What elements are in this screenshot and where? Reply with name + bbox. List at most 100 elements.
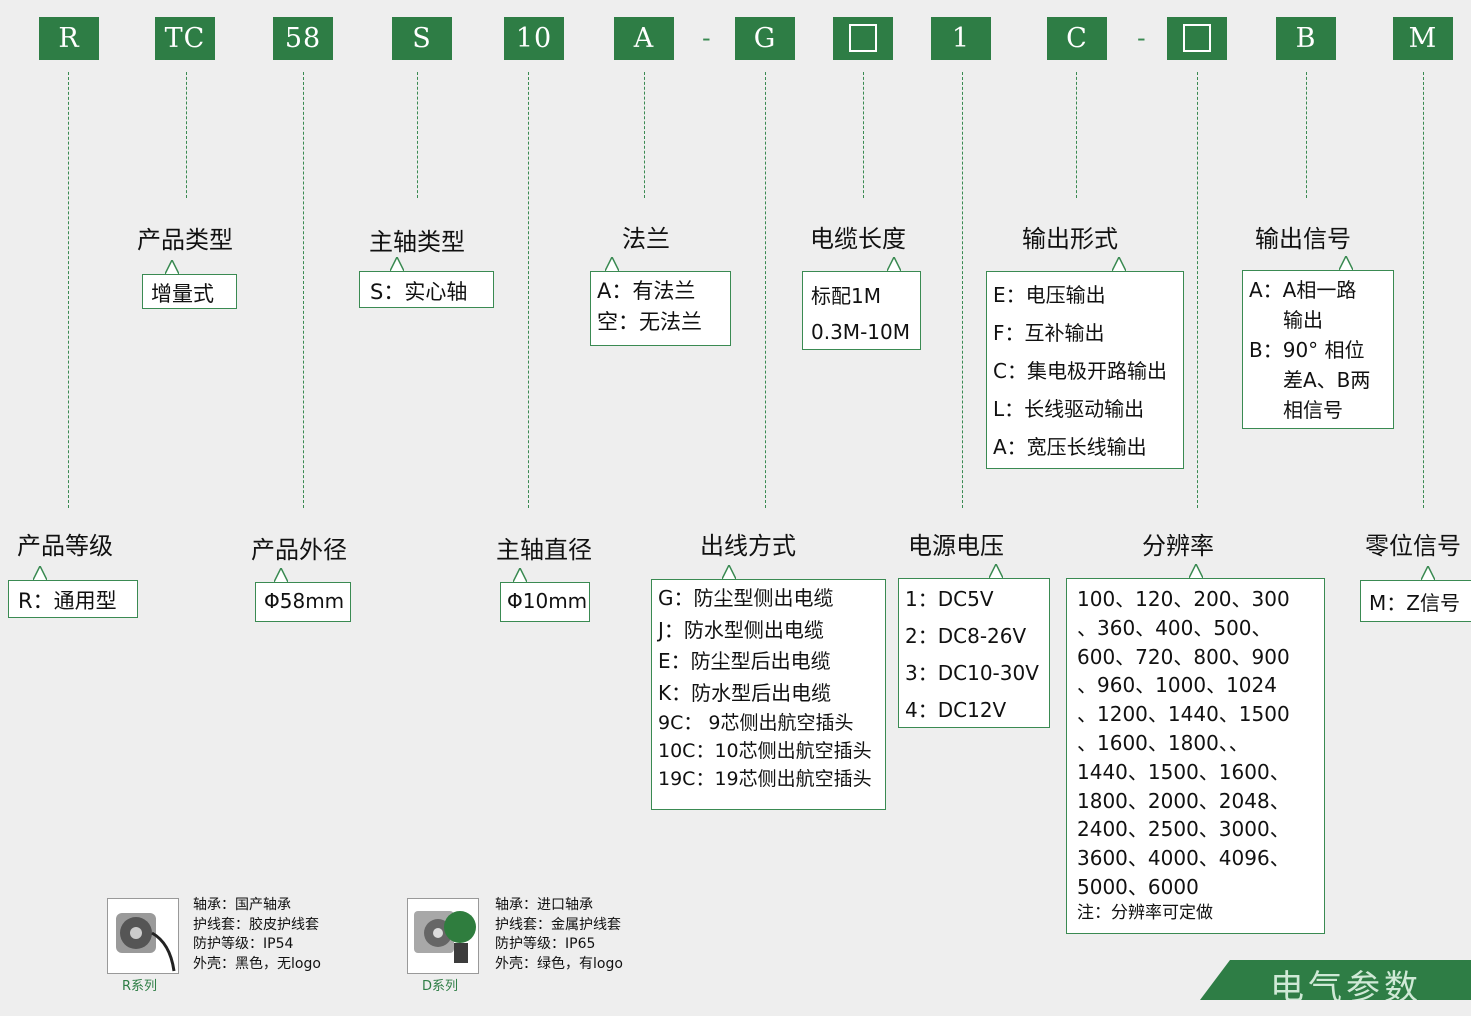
resolution-item: 600、720、800、900 bbox=[1077, 644, 1290, 669]
connector-line bbox=[303, 72, 304, 508]
cable-exit-title: 出线方式 bbox=[700, 532, 796, 560]
d-series-product-image bbox=[407, 898, 479, 974]
connector-line bbox=[644, 72, 645, 198]
encoder-green-icon bbox=[414, 911, 476, 963]
code-box-a: A bbox=[614, 17, 674, 60]
encoder-black-icon bbox=[116, 913, 176, 972]
spec-line: 外壳：黑色，无logo bbox=[193, 955, 321, 972]
callout-pointer-icon bbox=[1112, 257, 1126, 271]
output-signal-item: A：A相一路 bbox=[1249, 278, 1357, 302]
shaft-type-item: S：实心轴 bbox=[370, 280, 468, 304]
cable-exit-item: K：防水型后出电缆 bbox=[658, 680, 832, 705]
connector-line bbox=[417, 72, 418, 198]
cable-length-item: 标配1M bbox=[811, 284, 881, 308]
cable-exit-item: 10C：10芯侧出航空插头 bbox=[658, 740, 872, 762]
flange-item: A：有法兰 bbox=[597, 279, 696, 303]
code-box-m: M bbox=[1393, 17, 1453, 60]
callout-pointer-icon bbox=[605, 257, 619, 271]
spec-line: 护线套：胶皮护线套 bbox=[193, 916, 319, 933]
callout-pointer-icon bbox=[1339, 256, 1353, 270]
product-grade-box: R：通用型 bbox=[8, 566, 138, 618]
cable-exit-item: 9C： 9芯侧出航空插头 bbox=[658, 712, 854, 734]
resolution-item: 1800、2000、2048、 bbox=[1077, 788, 1290, 813]
shaft-diameter-title: 主轴直径 bbox=[496, 536, 592, 564]
shaft-diameter-box: Φ10mm bbox=[500, 568, 590, 622]
code-box-blank-cable bbox=[833, 17, 893, 60]
output-signal-item: 差A、B两 bbox=[1283, 368, 1371, 392]
spec-line: 轴承：国产轴承 bbox=[193, 897, 291, 913]
blank-square-icon bbox=[1183, 23, 1211, 52]
shaft-diameter-item: Φ10mm bbox=[507, 589, 588, 613]
supply-voltage-item: 1：DC5V bbox=[905, 587, 994, 611]
callout-pointer-icon bbox=[1189, 564, 1203, 578]
r-series-caption: R系列 bbox=[122, 979, 158, 994]
cable-exit-item: G：防尘型侧出电缆 bbox=[658, 586, 834, 610]
resolution-item: 2400、2500、3000、 bbox=[1077, 817, 1290, 842]
code-box-c: C bbox=[1047, 17, 1107, 60]
cable-exit-item: J：防水型侧出电缆 bbox=[658, 617, 824, 642]
output-form-item: L：长线驱动输出 bbox=[993, 397, 1145, 421]
code-box-s: S bbox=[392, 17, 452, 60]
output-form-title: 输出形式 bbox=[1022, 225, 1118, 253]
supply-voltage-item: 2：DC8-26V bbox=[905, 624, 1027, 648]
resolution-item: 5000、6000 bbox=[1077, 874, 1199, 899]
zero-signal-box: M：Z信号 bbox=[1360, 566, 1471, 622]
callout-pointer-icon bbox=[513, 568, 527, 582]
separator-dash: - bbox=[702, 24, 711, 52]
cable-length-title: 电缆长度 bbox=[810, 225, 906, 253]
cable-length-item: 0.3M-10M bbox=[811, 320, 910, 344]
flange-item: 空：无法兰 bbox=[597, 310, 702, 334]
connector-line bbox=[1306, 72, 1307, 198]
callout-pointer-icon bbox=[1421, 566, 1435, 580]
code-box-58: 58 bbox=[273, 17, 333, 60]
cable-exit-item: E：防尘型后出电缆 bbox=[658, 649, 831, 673]
code-box-blank-resolution bbox=[1167, 17, 1227, 60]
connector-line bbox=[186, 72, 187, 198]
callout-pointer-icon bbox=[390, 257, 404, 271]
spec-line: 防护等级：IP54 bbox=[193, 936, 294, 952]
product-type-box: 增量式 bbox=[142, 260, 237, 309]
resolution-item: 100、120、200、300 bbox=[1077, 587, 1290, 611]
output-form-item: C：集电极开路输出 bbox=[993, 359, 1167, 383]
resolution-item: 1440、1500、1600、 bbox=[1077, 759, 1290, 784]
resolution-item: 、1200、1440、1500 bbox=[1077, 702, 1290, 727]
supply-voltage-item: 3：DC10-30V bbox=[905, 661, 1039, 685]
resolution-item: 3600、4000、4096、 bbox=[1077, 846, 1290, 871]
connector-line bbox=[528, 72, 529, 508]
resolution-title: 分辨率 bbox=[1142, 532, 1214, 560]
resolution-item: 、1600、1800、、 bbox=[1077, 730, 1249, 755]
flange-box: A：有法兰 空：无法兰 bbox=[590, 257, 731, 346]
code-box-r: R bbox=[39, 17, 99, 60]
supply-voltage-title: 电源电压 bbox=[908, 532, 1004, 560]
supply-voltage-item: 4：DC12V bbox=[905, 698, 1007, 722]
code-box-1: 1 bbox=[931, 17, 991, 60]
r-series-specs: 轴承：国产轴承 护线套：胶皮护线套 防护等级：IP54 外壳：黑色，无logo bbox=[193, 896, 321, 974]
spec-line: 轴承：进口轴承 bbox=[495, 897, 593, 913]
product-type-item: 增量式 bbox=[151, 282, 214, 306]
product-type-title: 产品类型 bbox=[137, 226, 233, 254]
output-form-box: E：电压输出 F：互补输出 C：集电极开路输出 L：长线驱动输出 A：宽压长线输… bbox=[986, 257, 1184, 469]
spec-line: 护线套：金属护线套 bbox=[495, 916, 621, 933]
callout-pointer-icon bbox=[722, 565, 736, 579]
product-grade-title: 产品等级 bbox=[17, 532, 113, 560]
output-form-item: E：电压输出 bbox=[993, 283, 1106, 307]
cable-length-box: 标配1M 0.3M-10M bbox=[802, 257, 921, 350]
callout-pointer-icon bbox=[887, 257, 901, 271]
outer-diameter-item: Φ58mm bbox=[264, 589, 345, 613]
output-signal-item: B：90° 相位 bbox=[1249, 338, 1365, 362]
zero-signal-item: M：Z信号 bbox=[1369, 591, 1460, 615]
spec-line: 防护等级：IP65 bbox=[495, 936, 596, 952]
d-series-caption: D系列 bbox=[422, 979, 459, 994]
callout-pointer-icon bbox=[33, 566, 47, 580]
shaft-type-title: 主轴类型 bbox=[369, 228, 465, 256]
outer-diameter-title: 产品外径 bbox=[251, 536, 347, 564]
resolution-item: 、360、400、500、 bbox=[1077, 615, 1272, 640]
output-form-item: F：互补输出 bbox=[993, 321, 1105, 345]
output-form-item: A：宽压长线输出 bbox=[993, 435, 1147, 459]
connector-line bbox=[1076, 72, 1077, 198]
d-series-specs: 轴承：进口轴承 护线套：金属护线套 防护等级：IP65 外壳：绿色，有logo bbox=[495, 896, 623, 974]
connector-line bbox=[1423, 72, 1424, 508]
connector-line bbox=[863, 72, 864, 198]
callout-pointer-icon bbox=[989, 564, 1003, 578]
code-box-b: B bbox=[1276, 17, 1336, 60]
